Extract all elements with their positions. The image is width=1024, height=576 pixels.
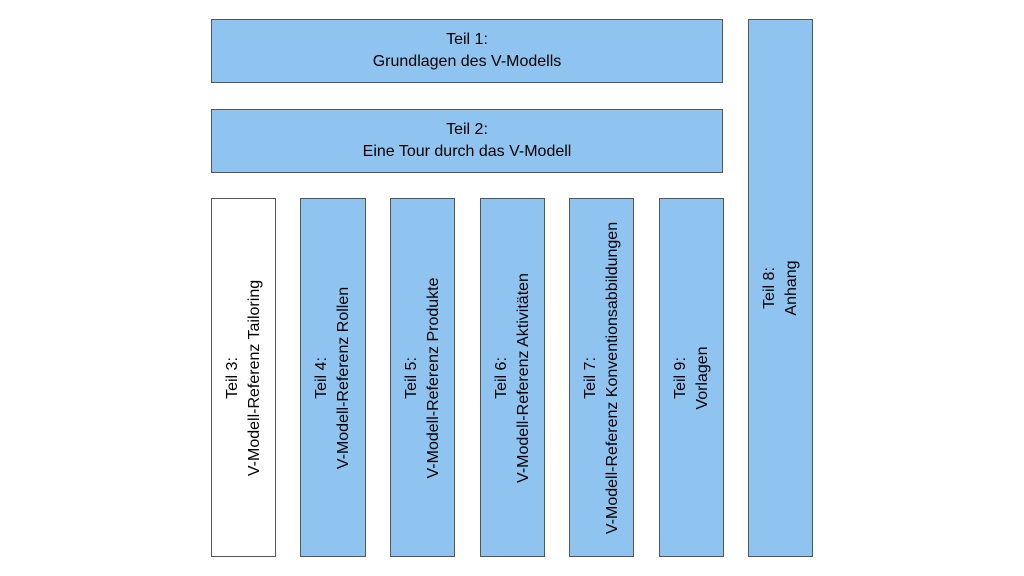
- teil6-subtitle: V-Modell-Referenz Aktivitäten: [514, 272, 532, 483]
- teil6-title: Teil 6:: [492, 356, 510, 399]
- teil2-title: Teil 2:: [446, 121, 488, 138]
- teil4-subtitle: V-Modell-Referenz Rollen: [335, 286, 352, 469]
- teil1-subtitle: Grundlagen des V-Modells: [372, 53, 562, 70]
- teil1-box: Teil 1: Grundlagen des V-Modells: [211, 19, 723, 83]
- teil2-subtitle: Eine Tour durch das V-Modell: [362, 143, 572, 160]
- teil8-subtitle: Anhang: [782, 260, 800, 316]
- teil3-subtitle: V-Modell-Referenz Tailoring: [245, 279, 263, 476]
- teil5-box: Teil 5: V-Modell-Referenz Produkte: [390, 198, 455, 557]
- teil4-box: Teil 4: V-Modell-Referenz Rollen: [300, 198, 366, 557]
- teil7-box: Teil 7: V-Modell-Referenz Konventionsabb…: [569, 198, 634, 557]
- teil9-box: Teil 9: Vorlagen: [659, 198, 724, 557]
- teil7-title: Teil 7:: [581, 356, 599, 399]
- teil5-title: Teil 5:: [402, 356, 420, 399]
- teil3-box: Teil 3: V-Modell-Referenz Tailoring: [211, 198, 276, 557]
- teil3-title: Teil 3:: [223, 356, 241, 399]
- teil4-title: Teil 4:: [313, 356, 330, 399]
- teil1-title: Teil 1:: [446, 31, 488, 48]
- teil8-title: Teil 8:: [760, 267, 778, 309]
- teil9-subtitle: Vorlagen: [693, 345, 711, 410]
- teil2-box: Teil 2: Eine Tour durch das V-Modell: [211, 109, 723, 173]
- teil9-title: Teil 9:: [671, 356, 689, 399]
- teil5-subtitle: V-Modell-Referenz Produkte: [424, 277, 442, 478]
- teil7-subtitle: V-Modell-Referenz Konventionsabbildungen: [603, 221, 621, 534]
- teil6-box: Teil 6: V-Modell-Referenz Aktivitäten: [480, 198, 545, 557]
- teil8-box: Teil 8: Anhang: [748, 19, 813, 557]
